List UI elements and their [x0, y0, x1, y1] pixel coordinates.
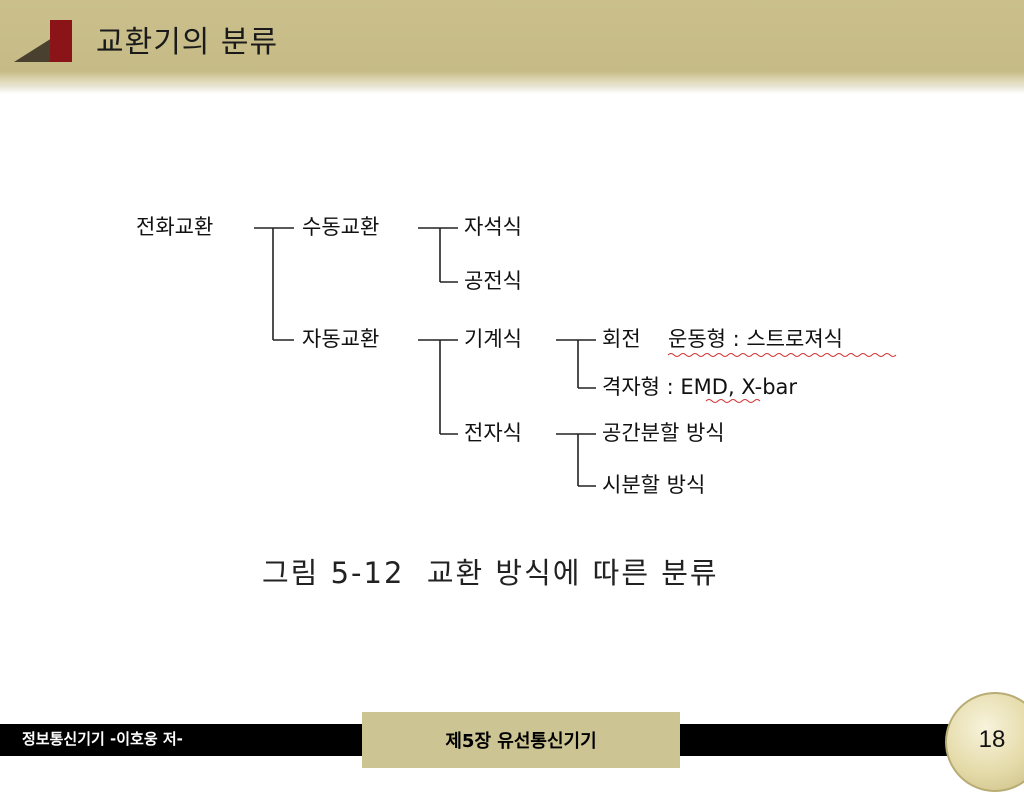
node-manual-switching: 수동교환: [302, 215, 379, 239]
header-bar: [0, 0, 1024, 84]
tree-connectors: [254, 227, 596, 487]
spellcheck-underline: [705, 399, 761, 403]
node-rotary-motion: 운동형 : 스트로져식: [668, 327, 843, 351]
node-mechanical: 기계식: [464, 327, 522, 351]
logo-square-icon: [50, 20, 72, 62]
logo-triangle-icon: [14, 38, 52, 62]
node-space-division: 공간분할 방식: [602, 421, 725, 445]
header-shadow: [0, 84, 1024, 94]
node-electronic: 전자식: [464, 421, 522, 445]
footer-chapter-title: 제5장 유선통신기기: [362, 712, 680, 768]
footer-course-author: 정보통신기기 -이호웅 저-: [22, 730, 183, 748]
figure-caption: 그림 5-12 교환 방식에 따른 분류: [262, 556, 719, 590]
node-rotary: 회전: [602, 327, 641, 351]
node-time-division: 시분할 방식: [602, 473, 705, 497]
node-telephone-switching: 전화교환: [136, 215, 213, 239]
classification-tree-diagram: 전화교환 수동교환 자석식 공전식 자동교환 기계식 회전 운동형 : 스트로져…: [136, 215, 897, 497]
node-automatic-switching: 자동교환: [302, 327, 379, 351]
page-number: 18: [978, 726, 1006, 753]
node-magneto: 자석식: [464, 215, 522, 239]
node-crossbar: 격자형 : EMD, X-bar: [602, 375, 797, 399]
node-common-battery: 공전식: [464, 269, 522, 293]
spellcheck-underline: [667, 353, 897, 357]
slide-title: 교환기의 분류: [96, 25, 279, 60]
